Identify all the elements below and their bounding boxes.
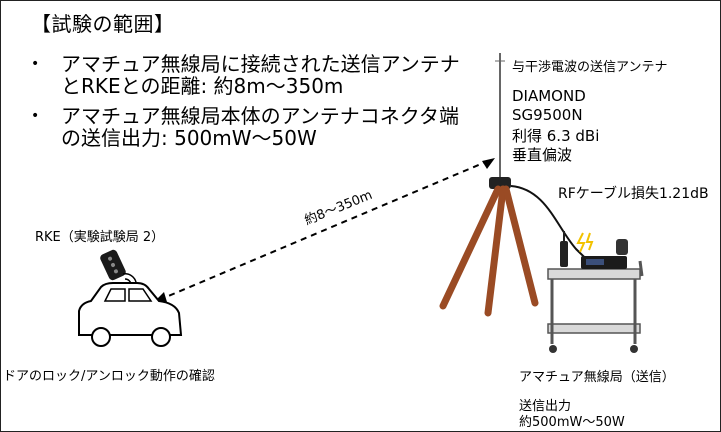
antenna-model: SG9500N <box>512 106 583 124</box>
bullet-line: アマチュア無線局本体のアンテナコネクタ端 <box>61 104 459 128</box>
lightning-icon <box>576 232 586 253</box>
door-check-label: ドアのロック/アンロック動作の確認 <box>3 369 215 384</box>
bullet-marker: • <box>31 108 40 124</box>
antenna-title: 与干渉電波の送信アンテナ <box>512 60 668 75</box>
distance-arrow <box>158 160 489 301</box>
arrow-head-right <box>482 158 495 169</box>
station-label: アマチュア無線局（送信） <box>519 370 675 385</box>
handheld-radio <box>560 241 568 267</box>
tripod-leg-left <box>439 185 502 310</box>
power-title: 送信出力 <box>519 399 572 414</box>
rf-cable-loss-label: RFケーブル損失1.21dB <box>558 186 709 202</box>
antenna-maker: DIAMOND <box>512 87 586 105</box>
bullet-line: とRKEとの距離: 約8m〜350m <box>61 74 344 98</box>
microphone <box>616 239 628 255</box>
tripod-leg-center <box>484 185 507 317</box>
bullet-line: の送信出力: 500mW〜50W <box>61 126 317 150</box>
key-fob-icon <box>100 249 126 281</box>
antenna-polarization: 垂直偏波 <box>512 146 573 164</box>
antenna-gain: 利得 6.3 dBi <box>512 127 600 145</box>
power-value: 約500mW〜50W <box>519 415 625 430</box>
equipment-cart <box>547 231 644 353</box>
bullet-line: アマチュア無線局に接続された送信アンテナ <box>61 52 460 76</box>
rke-label: RKE（実験試験局 2） <box>35 230 165 245</box>
slide-title: 【試験の範囲】 <box>31 12 175 36</box>
tripod-leg-right <box>502 185 539 307</box>
car-icon <box>78 282 183 347</box>
bullet-marker: • <box>31 56 40 72</box>
